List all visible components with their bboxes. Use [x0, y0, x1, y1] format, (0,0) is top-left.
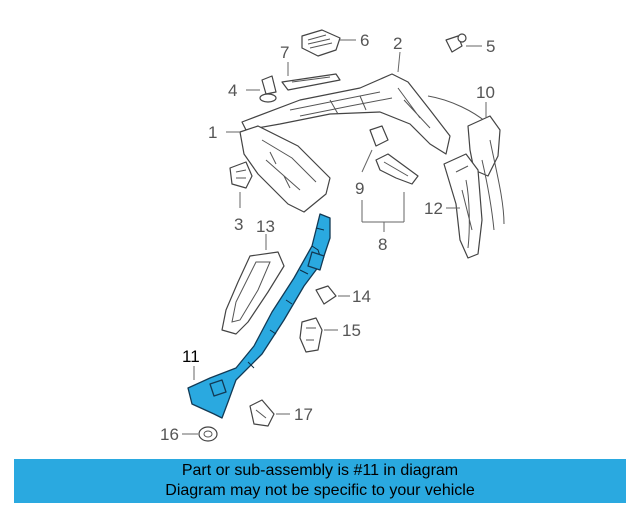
part-8-housing	[361, 153, 419, 232]
callout-5[interactable]: 5	[486, 37, 495, 56]
parts-diagram: 6 7 2 5 4 10 1	[160, 29, 505, 444]
part-11-highlighted-trim	[187, 213, 331, 419]
callout-6[interactable]: 6	[360, 31, 369, 50]
part-1-pillar-trim	[226, 125, 331, 213]
banner-line-2: Diagram may not be specific to your vehi…	[165, 482, 475, 499]
callout-7[interactable]: 7	[280, 43, 289, 62]
part-2-roof-trim	[241, 51, 451, 155]
part-13-frame-trim	[221, 234, 285, 335]
part-6-vent	[301, 29, 356, 57]
callout-3[interactable]: 3	[234, 215, 243, 234]
part-7-panel	[281, 62, 341, 91]
callout-14[interactable]: 14	[352, 287, 371, 306]
part-17-clip	[249, 399, 290, 427]
part-9-clip	[361, 125, 389, 173]
callout-9[interactable]: 9	[355, 179, 364, 198]
part-10-quarter-trim	[427, 95, 505, 231]
part-15-bracket	[299, 317, 338, 353]
part-16-grommet	[182, 426, 218, 442]
callout-8[interactable]: 8	[378, 235, 387, 254]
part-4-push-pin	[246, 75, 277, 103]
part-5-clip	[445, 33, 482, 53]
part-12-pillar-trim	[443, 153, 483, 259]
callout-13[interactable]: 13	[256, 217, 275, 236]
callout-16[interactable]: 16	[160, 425, 179, 444]
callout-11[interactable]: 11	[182, 347, 200, 366]
callout-10[interactable]: 10	[476, 83, 495, 102]
callout-15[interactable]: 15	[342, 321, 361, 340]
callout-4[interactable]: 4	[228, 81, 237, 100]
info-banner: Part or sub-assembly is #11 in diagram D…	[14, 459, 626, 503]
banner-line-1: Part or sub-assembly is #11 in diagram	[181, 462, 459, 479]
part-3-bracket	[229, 161, 253, 208]
callout-1[interactable]: 1	[208, 123, 217, 142]
callout-2[interactable]: 2	[393, 34, 402, 53]
callout-12[interactable]: 12	[424, 199, 443, 218]
part-14-clip	[315, 285, 350, 305]
callout-17[interactable]: 17	[294, 405, 313, 424]
